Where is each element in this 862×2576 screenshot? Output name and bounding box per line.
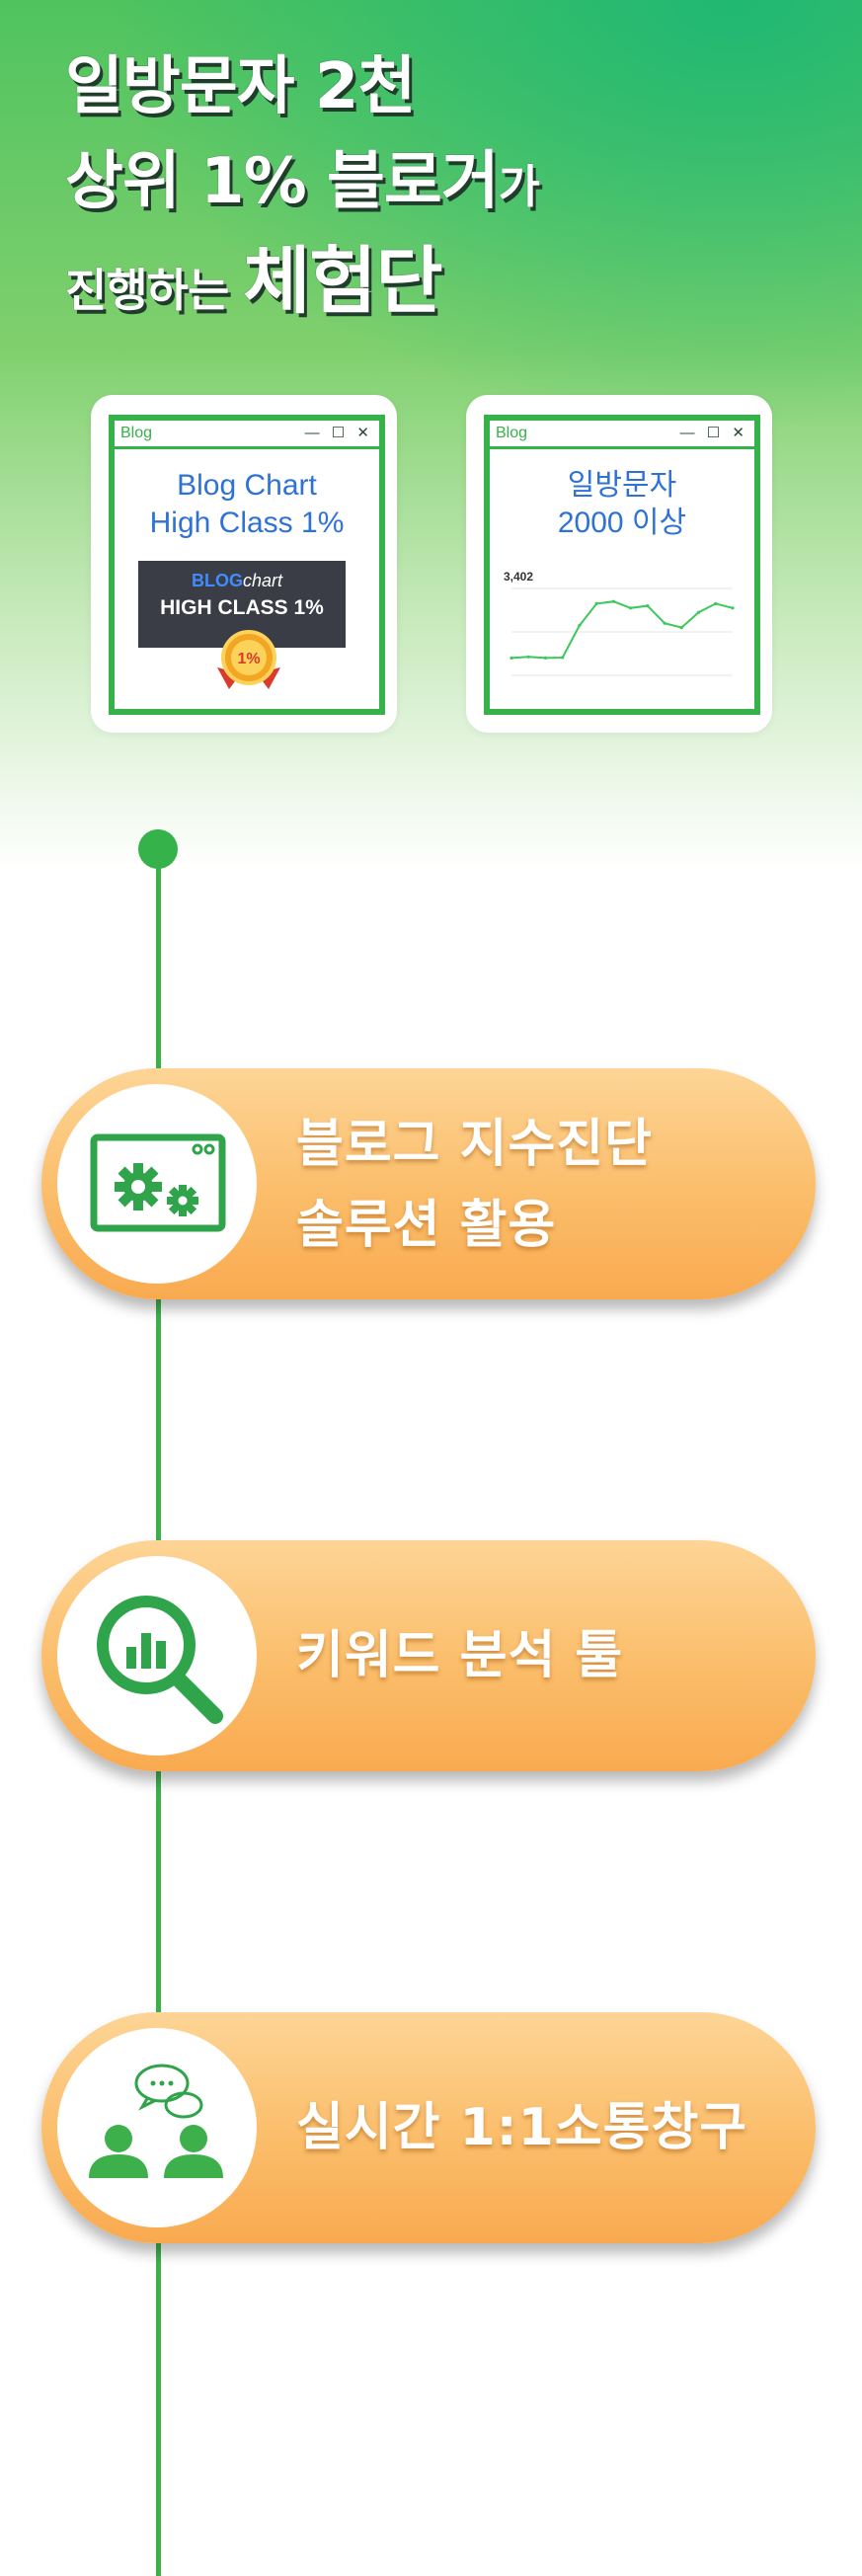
data-point — [526, 655, 530, 659]
data-point — [714, 601, 718, 605]
medal-icon: 1% — [217, 630, 280, 689]
headline-line-3: 진행하는 체험단 — [65, 239, 443, 324]
feature-realtime-chat: 실시간 1:1소통창구 — [41, 2012, 816, 2243]
blogchart-logo: BLOGchart — [192, 571, 283, 590]
window-controls-icon: — ☐ ✕ — [304, 425, 373, 441]
data-point — [578, 623, 582, 627]
visitor-card: Blog — ☐ ✕ 일방문자 2000 이상 3,402 — [466, 395, 772, 733]
blog-window-frame: Blog — ☐ ✕ Blog Chart High Class 1% BLOG… — [109, 415, 385, 715]
feature-keyword-tool: 키워드 분석 툴 — [41, 1540, 816, 1771]
data-point — [594, 601, 598, 605]
feature-text: 블로그 지수진단 솔루션 활용 — [296, 1115, 653, 1255]
blog-chart-card: Blog — ☐ ✕ Blog Chart High Class 1% BLOG… — [91, 395, 397, 733]
data-point — [646, 604, 650, 608]
data-point — [629, 606, 633, 610]
headline-line-2: 상위 1% 블로거가 — [65, 145, 540, 218]
gear-window-icon — [90, 1133, 226, 1232]
blog-window-frame: Blog — ☐ ✕ 일방문자 2000 이상 3,402 — [484, 415, 760, 715]
feature-icon-circle — [57, 1556, 257, 1756]
data-point — [561, 656, 565, 660]
data-point — [679, 626, 683, 630]
feature-blog-index: 블로그 지수진단 솔루션 활용 — [41, 1068, 816, 1299]
feature-text: 실시간 1:1소통창구 — [296, 2098, 748, 2157]
chart-big-value: 3,402 — [504, 570, 533, 584]
feature-icon-circle — [57, 2028, 257, 2227]
chat-people-icon — [89, 2064, 223, 2178]
window-titlebar: Blog — ☐ ✕ — [115, 421, 379, 449]
window-controls-icon: — ☐ ✕ — [679, 425, 748, 441]
data-point — [611, 599, 615, 603]
hero-section: 일방문자 2천 상위 1% 블로거가 진행하는 체험단 Blog — ☐ ✕ B… — [0, 0, 862, 869]
feature-icon-circle — [57, 1084, 257, 1284]
headline-line-1: 일방문자 2천 — [65, 50, 416, 123]
data-point — [663, 621, 666, 625]
data-point — [509, 656, 513, 660]
magnifier-chart-icon — [97, 1596, 223, 1724]
visitor-line-chart: 3,402 — [504, 570, 735, 676]
data-point — [696, 610, 701, 614]
headline: 일방문자 2천 상위 1% 블로거가 진행하는 체험단 — [65, 39, 540, 338]
card-title: 일방문자 2000 이상 — [557, 469, 687, 539]
svg-text:1%: 1% — [237, 651, 260, 667]
window-titlebar: Blog — ☐ ✕ — [490, 421, 754, 449]
timeline-dot — [138, 829, 178, 869]
data-point — [543, 656, 548, 660]
feature-text: 키워드 분석 툴 — [296, 1626, 624, 1685]
card-title: Blog Chart High Class 1% — [149, 469, 345, 539]
data-point — [731, 606, 735, 610]
series-line — [510, 600, 734, 660]
